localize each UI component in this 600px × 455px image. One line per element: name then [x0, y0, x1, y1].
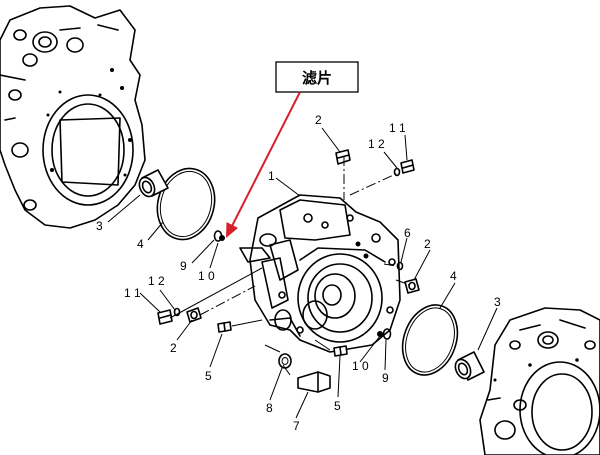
right-pump-housing [479, 307, 600, 455]
bolt-7 [297, 371, 331, 393]
plug-2-right [404, 278, 420, 294]
callout-2-left: 2 [170, 341, 177, 355]
callout-12-left: 1 2 [148, 274, 165, 288]
callout-3-right: 3 [494, 295, 501, 309]
filter-element [213, 230, 223, 242]
left-pump-housing [0, 5, 146, 229]
callout-12-top: 1 2 [368, 137, 385, 151]
callout-2-right: 2 [424, 237, 431, 251]
o-ring-right [401, 304, 459, 376]
callout-10-left: 1 0 [198, 269, 215, 283]
callout-5-left: 5 [205, 369, 212, 383]
dowel-pin-left [217, 321, 232, 333]
plug-11-left [157, 309, 173, 325]
callout-2-top: 2 [315, 113, 322, 127]
o-ring-left [156, 167, 216, 241]
annotation-arrow [231, 91, 301, 227]
alignment-lines [169, 156, 411, 376]
annotation-label: 滤片 [302, 69, 332, 87]
callout-4-right: 4 [450, 269, 457, 283]
plug-top [335, 149, 351, 165]
callouts: 1 2 2 2 3 3 4 4 5 5 6 7 8 9 9 1 0 1 0 1 … [96, 113, 501, 433]
callout-1: 1 [268, 169, 275, 183]
dowel-pin-right [333, 345, 348, 357]
callout-5-right: 5 [334, 399, 341, 413]
callout-4-left: 4 [137, 237, 144, 251]
leader-lines [107, 127, 498, 419]
callout-6: 6 [404, 226, 411, 240]
callout-8: 8 [266, 401, 273, 415]
oring-9-right [382, 328, 392, 340]
valve-block [219, 194, 401, 353]
callout-3-left: 3 [96, 219, 103, 233]
bushing-left [138, 169, 169, 198]
plug-2-left [186, 307, 202, 323]
filter-annotation: 滤片 [226, 61, 359, 238]
callout-11-left: 1 1 [124, 286, 141, 300]
callout-10-right: 1 0 [352, 359, 369, 373]
annotation-box [275, 61, 359, 93]
callout-9-right: 9 [382, 371, 389, 385]
washer-8 [278, 353, 292, 369]
washer-12-left [173, 307, 181, 317]
bushing-right [454, 351, 485, 381]
callout-9-left: 9 [180, 259, 187, 273]
plug-11-top [400, 159, 415, 174]
annotation-arrowhead [226, 222, 238, 238]
callout-7: 7 [293, 419, 300, 433]
callout-11-top: 1 1 [389, 121, 406, 135]
